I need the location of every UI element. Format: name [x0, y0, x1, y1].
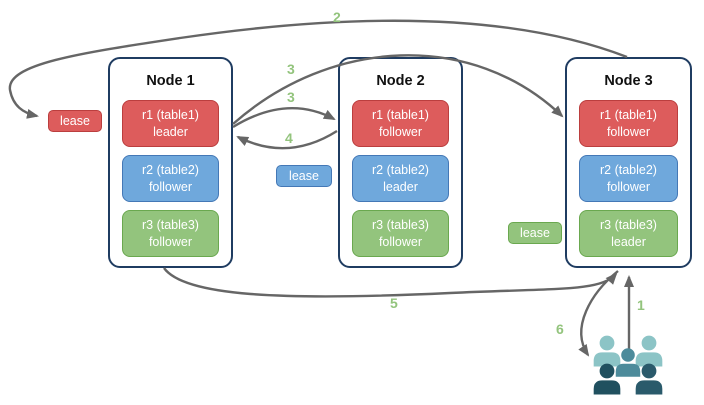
node-box-1: Node 1 r1 (table1) leader r2 (table2) follow…: [108, 57, 233, 268]
replica-name: r3 (table3): [600, 217, 657, 232]
step-label-2: 2: [333, 9, 341, 25]
step-label-1: 1: [637, 297, 645, 313]
node-title: Node 1: [146, 73, 195, 89]
replica-r2-follower: r2 (table2) follower: [579, 155, 678, 202]
replica-name: r1 (table1): [372, 107, 429, 122]
replica-role: follower: [606, 179, 651, 194]
replica-r3-leader: r3 (table3) leader: [579, 210, 678, 257]
step-label-3: 3: [287, 61, 295, 77]
replica-role: follower: [378, 234, 423, 249]
replica-role: leader: [611, 234, 646, 249]
person-glyph: [615, 348, 641, 377]
step-label-6: 6: [556, 321, 564, 337]
step-label-5: 5: [390, 295, 398, 311]
replica-name: r2 (table2): [600, 162, 657, 177]
replica-r2-leader: r2 (table2) leader: [352, 155, 449, 202]
replica-name: r3 (table3): [142, 217, 199, 232]
node-title: Node 2: [376, 73, 425, 89]
replica-r3-follower: r3 (table3) follower: [122, 210, 219, 257]
replica-name: r2 (table2): [372, 162, 429, 177]
replica-name: r1 (table1): [142, 107, 199, 122]
replica-role: follower: [148, 179, 193, 194]
replica-name: r3 (table3): [372, 217, 429, 232]
replica-r2-follower: r2 (table2) follower: [122, 155, 219, 202]
node-box-3: Node 3 r1 (table1) follower r2 (table2) foll…: [565, 57, 692, 268]
replica-role: follower: [606, 124, 651, 139]
node-box-2: Node 2 r1 (table1) follower r2 (table2) lead…: [338, 57, 463, 268]
users-icon: [593, 335, 663, 395]
replica-name: r2 (table2): [142, 162, 199, 177]
person-glyph: [635, 363, 663, 395]
person-glyph: [593, 363, 621, 395]
arrow-step6-node3-to-users: [578, 270, 619, 357]
arrow-step2-node3-to-lease-r1: [8, 19, 628, 119]
replica-role: leader: [153, 124, 188, 139]
step-label-3: 3: [287, 89, 295, 105]
arrow-step5-node1-to-node3: [163, 267, 618, 298]
arrow-step3-node1-to-node2: [232, 107, 336, 129]
replica-name: r1 (table1): [600, 107, 657, 122]
replica-r1-follower: r1 (table1) follower: [579, 100, 678, 147]
replica-role: follower: [148, 234, 193, 249]
replica-role: leader: [383, 179, 418, 194]
person-glyph: [593, 335, 621, 367]
replica-role: follower: [378, 124, 423, 139]
replica-r3-follower: r3 (table3) follower: [352, 210, 449, 257]
node-title: Node 3: [604, 73, 653, 89]
person-glyph: [635, 335, 663, 367]
lease-badge-red: lease: [48, 110, 102, 132]
lease-badge-blue: lease: [276, 165, 332, 187]
lease-badge-green: lease: [508, 222, 562, 244]
replica-r1-leader: r1 (table1) leader: [122, 100, 219, 147]
step-label-4: 4: [285, 130, 293, 146]
replica-r1-follower: r1 (table1) follower: [352, 100, 449, 147]
